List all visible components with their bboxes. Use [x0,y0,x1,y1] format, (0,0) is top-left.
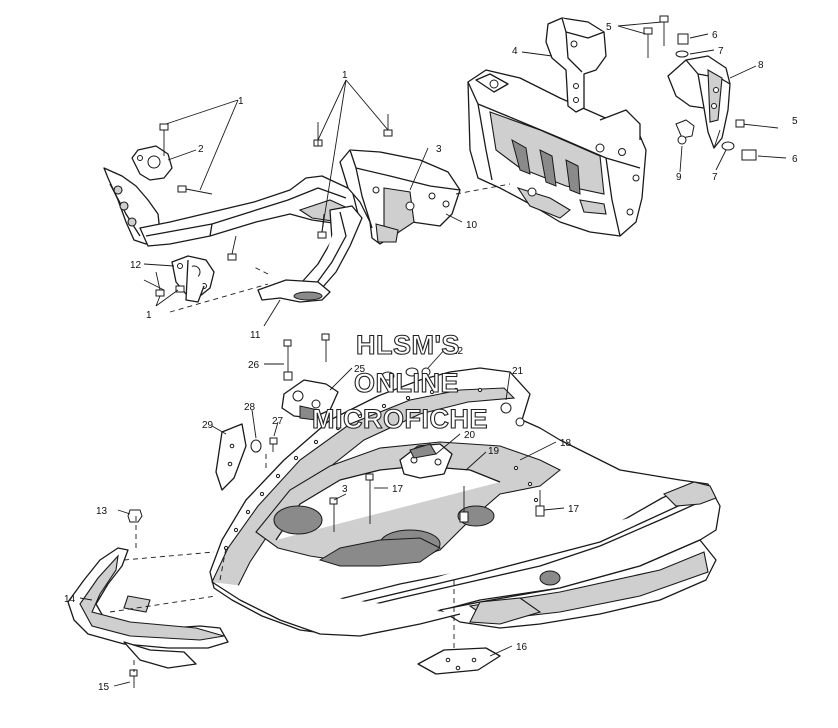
callout-3: 3 [436,144,442,155]
callout-leaders [79,21,787,687]
callout-1: 1 [146,310,152,321]
bracket-4 [545,17,607,113]
bolt-set-frame [143,114,393,297]
callout-1: 1 [238,96,244,107]
callout-3: 3 [342,484,348,495]
fasteners-right [643,15,779,161]
callout-27: 27 [272,416,284,427]
callout-6: 6 [792,154,798,165]
callout-17: 17 [568,504,580,515]
callout-21: 21 [512,366,524,377]
callout-labels: 1 1 1 2 3 3 4 5 5 6 6 7 7 8 9 10 11 12 1… [64,22,798,693]
callout-13: 13 [96,506,108,517]
callout-28: 28 [244,402,256,413]
callout-16: 16 [516,642,528,653]
callout-1: 1 [342,70,348,81]
watermark: HLSM'S ONLINE MICROFICHE [311,329,488,434]
bumper-14 [67,547,229,669]
callout-19: 19 [488,446,500,457]
callout-7: 7 [718,46,724,57]
belly-pan [209,367,721,637]
watermark-line-3: MICROFICHE [312,404,488,434]
small-brackets [215,379,453,491]
callout-15: 15 [98,682,110,693]
alignment-lines [109,183,511,672]
watermark-line-2: ONLINE [354,368,459,398]
callout-10: 10 [466,220,478,231]
bracket-8 [667,55,731,149]
callout-4: 4 [512,46,518,57]
callout-7: 7 [712,172,718,183]
fasteners-lower [127,333,545,688]
callout-9: 9 [676,172,682,183]
callout-8: 8 [758,60,764,71]
callout-14: 14 [64,594,76,605]
front-frame-assembly [103,145,461,303]
callout-29: 29 [202,420,214,431]
callout-20: 20 [464,430,476,441]
watermark-line-1: HLSM'S [356,330,460,360]
callout-5: 5 [606,22,612,33]
callout-2: 2 [198,144,204,155]
rivet-holes [223,387,539,551]
callout-26: 26 [248,360,260,371]
callout-11: 11 [250,330,261,341]
callout-6: 6 [712,30,718,41]
callout-17: 17 [392,484,404,495]
skid-plate-16 [417,647,501,675]
callout-25: 25 [354,364,366,375]
callout-5: 5 [792,116,798,127]
callout-12: 12 [130,260,142,271]
callout-18: 18 [560,438,572,449]
callout-22: 22 [452,346,464,357]
bulkhead-assembly [467,69,647,237]
